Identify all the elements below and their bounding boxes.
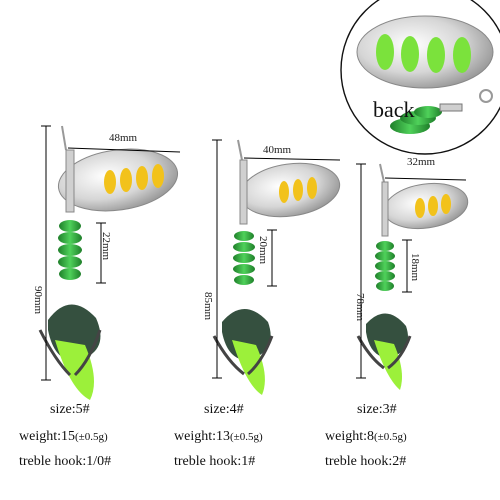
lure-size-3 bbox=[356, 163, 469, 390]
lure1-length-label: 90mm bbox=[32, 286, 44, 315]
lure3-weight: weight:8(±0.5g) bbox=[325, 429, 407, 444]
lure3-size: size:3# bbox=[357, 402, 397, 417]
lure2-length-label: 85mm bbox=[202, 292, 214, 321]
lure2-size: size:4# bbox=[204, 402, 244, 417]
lure1-hook: treble hook:1/0# bbox=[19, 454, 112, 469]
lure3-beads-label: 18mm bbox=[409, 253, 421, 282]
lure3-length-label: 78mm bbox=[354, 293, 366, 322]
back-label: back bbox=[373, 97, 415, 122]
lure2-weight: weight:13(±0.5g) bbox=[174, 429, 263, 444]
lure2-beads-label: 20mm bbox=[257, 236, 269, 265]
dimension-lines bbox=[41, 125, 467, 381]
lure-size-4 bbox=[212, 139, 341, 395]
lure1-size: size:5# bbox=[50, 402, 90, 417]
lure1-width-label: 48mm bbox=[109, 132, 138, 144]
back-inset bbox=[340, 0, 500, 155]
inset-beads bbox=[390, 89, 493, 134]
lure2-hook: treble hook:1# bbox=[174, 454, 256, 469]
lure1-beads-label: 22mm bbox=[100, 232, 112, 261]
lure3-hook: treble hook:2# bbox=[325, 454, 407, 469]
lure3-width-label: 32mm bbox=[407, 156, 436, 168]
lure2-width-label: 40mm bbox=[263, 144, 292, 156]
lure1-weight: weight:15(±0.5g) bbox=[19, 429, 108, 444]
lure-size-5 bbox=[38, 125, 179, 400]
